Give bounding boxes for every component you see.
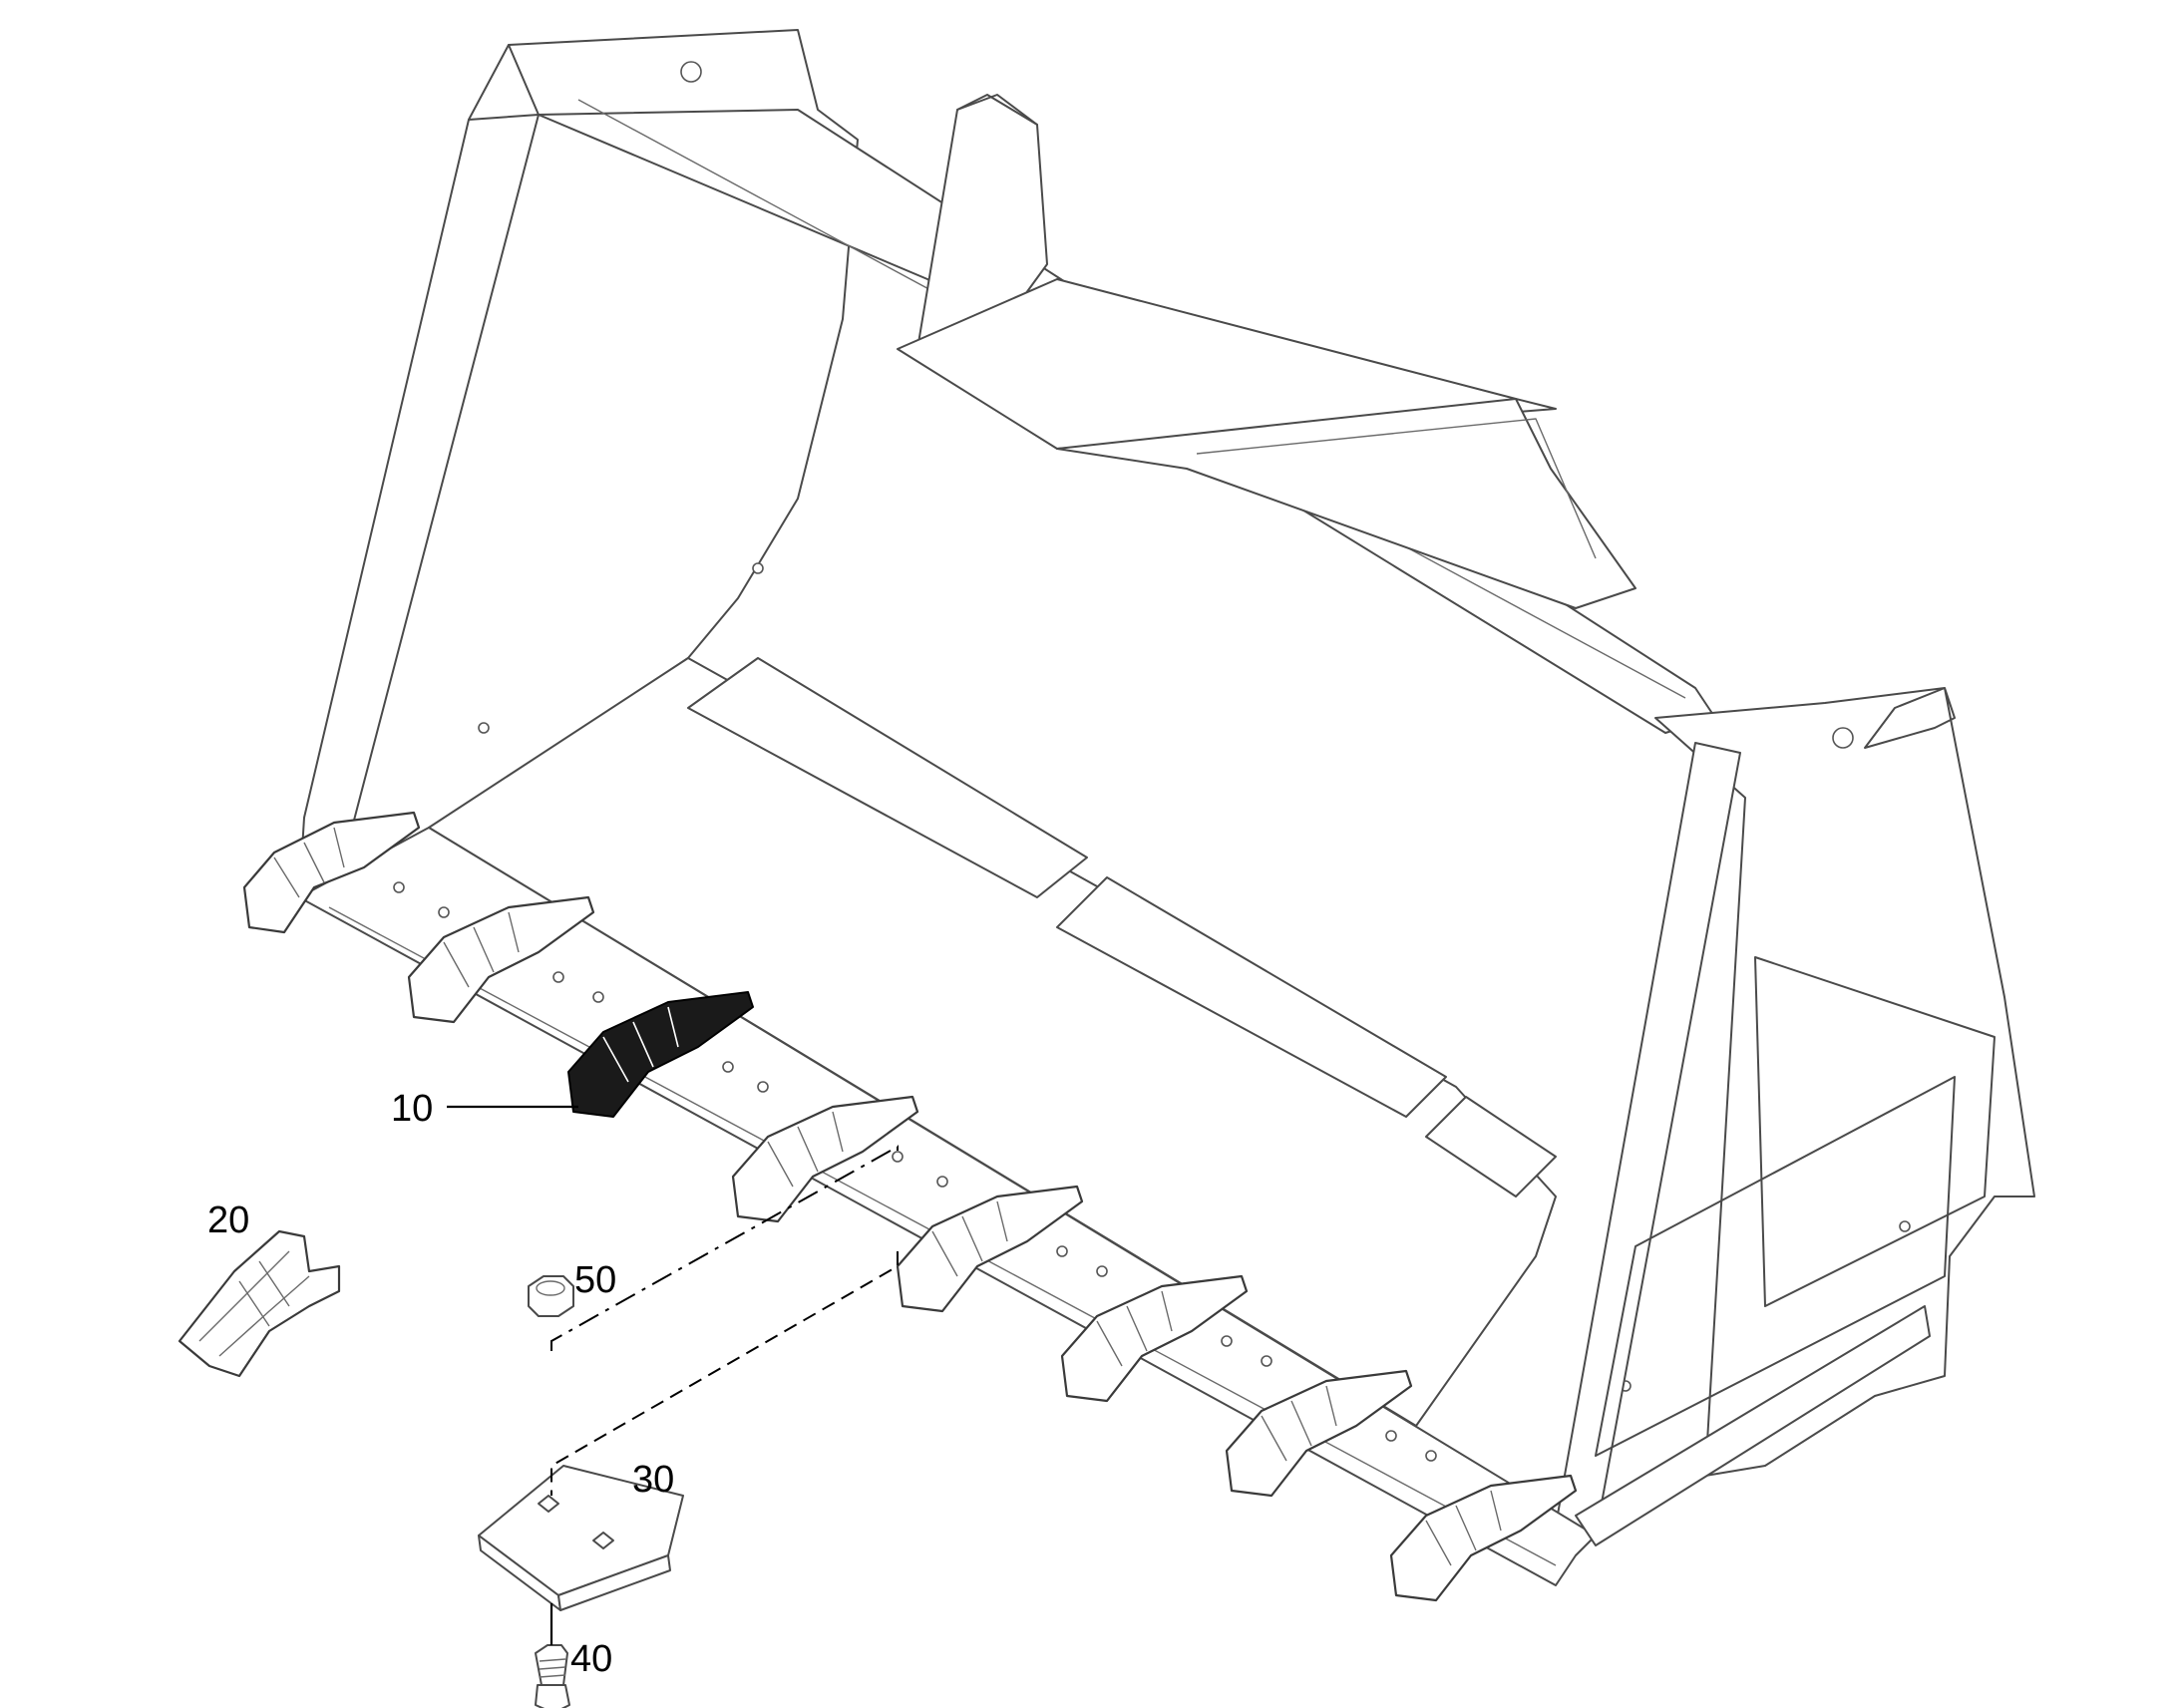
tooth-3-highlighted (567, 991, 754, 1118)
callout-20: 20 (207, 1199, 249, 1241)
callout-40: 40 (570, 1638, 612, 1680)
bucket-left-side-plate (298, 29, 859, 898)
tooth-tip-part (178, 1229, 341, 1378)
assembly-line-nut (550, 1145, 899, 1351)
tooth-1 (242, 811, 421, 934)
wear-plate-part (478, 1465, 684, 1611)
nut-part (528, 1275, 574, 1317)
tooth-6 (1060, 1274, 1249, 1403)
tooth-7 (1225, 1369, 1413, 1498)
tooth-5 (896, 1185, 1084, 1313)
loader-bucket (298, 29, 2035, 1586)
floor-wear-strip-3 (1425, 1096, 1557, 1197)
assembly-line-plate (550, 1251, 899, 1496)
floor-wear-strip-1 (687, 657, 1088, 898)
cutting-edge (298, 827, 1597, 1586)
cutting-edge-bolt-holes (393, 881, 1437, 1462)
bolt-part (535, 1644, 570, 1708)
callout-10: 10 (391, 1088, 433, 1130)
tooth-8 (1389, 1474, 1578, 1602)
callout-50: 50 (574, 1259, 616, 1301)
callout-30: 30 (632, 1459, 674, 1501)
tooth-2 (407, 895, 595, 1024)
bucket-teeth (242, 811, 1578, 1602)
floor-wear-strip-2 (1056, 876, 1447, 1118)
tooth-4 (731, 1095, 919, 1223)
